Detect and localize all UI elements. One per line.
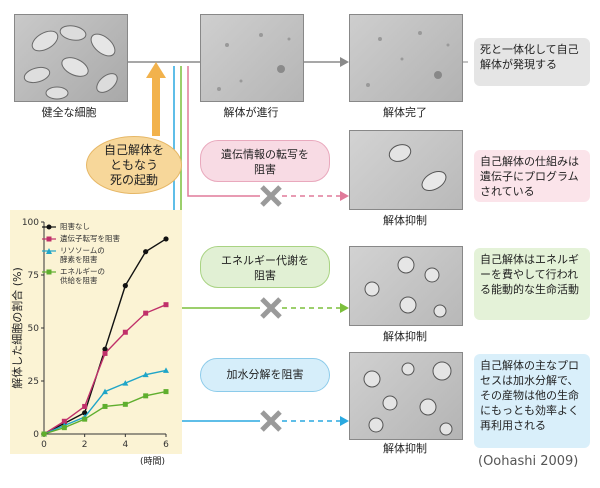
- x-tick-label: 0: [41, 440, 47, 450]
- legend-label: エネルギーの 供給を阻害: [60, 267, 105, 285]
- data-point: [122, 380, 129, 386]
- chart-background: [10, 210, 182, 454]
- block-x-icon: [260, 185, 282, 207]
- data-point: [61, 418, 67, 424]
- legend-item: リソソームの 酵素を阻害: [42, 246, 168, 264]
- caption-suppress-transcription: 解体抑制: [383, 214, 427, 227]
- x-tick-label: 4: [122, 440, 128, 450]
- y-tick-label: 25: [28, 377, 39, 387]
- note-active-process: 自己解体はエネルギーを費やして行われる能動的な生命活動: [474, 248, 590, 320]
- block-x-icon: [260, 297, 282, 319]
- x-tick-label: 2: [82, 440, 88, 450]
- photo-disassembly-progress: [200, 14, 304, 102]
- y-tick-label: 50: [28, 324, 40, 334]
- data-point: [143, 249, 149, 255]
- photo-suppressed-hydrolysis: [349, 352, 463, 440]
- y-tick-label: 75: [28, 271, 39, 281]
- note-genetic-program: 自己解体の仕組みは遺伝子にプログラムされている: [474, 150, 590, 202]
- inhibit-transcription-pill: 遺伝情報の転写を 阻害: [200, 140, 330, 182]
- data-point: [143, 310, 149, 316]
- data-point: [142, 371, 149, 378]
- caption-healthy: 健全な細胞: [41, 106, 97, 119]
- legend-item: エネルギーの 供給を阻害: [42, 267, 168, 285]
- data-point: [143, 393, 149, 399]
- legend-marker-icon: [42, 236, 56, 242]
- data-point: [122, 283, 128, 289]
- legend-item: 遺伝子転写を阻害: [42, 234, 168, 243]
- caption-suppress-hydrolysis: 解体抑制: [383, 442, 427, 455]
- data-point: [122, 401, 128, 407]
- legend-label: 阻害なし: [60, 222, 90, 231]
- death-trigger-bubble: 自己解体を ともなう 死の起動: [86, 136, 182, 194]
- data-point: [41, 431, 47, 437]
- caption-suppress-energy: 解体抑制: [383, 330, 427, 343]
- chart-xlabel: (時間): [140, 457, 166, 467]
- photo-healthy-cells: [14, 14, 128, 102]
- caption-complete: 解体完了: [383, 106, 427, 119]
- photo-suppressed-transcription: [349, 130, 463, 210]
- data-point: [163, 367, 169, 373]
- data-point: [163, 302, 169, 308]
- legend-marker-icon: [42, 224, 56, 230]
- data-point: [102, 350, 108, 356]
- data-point: [122, 329, 128, 335]
- block-x-icon: [260, 410, 282, 432]
- citation: (Oohashi 2009): [478, 454, 579, 469]
- note-hydrolysis-recycling: 自己解体の主なプロセスは加水分解で、その産物は他の生命にもっとも効率よく再利用さ…: [474, 354, 590, 448]
- data-point: [163, 236, 169, 242]
- x-tick-label: 6: [163, 440, 169, 450]
- data-point: [163, 389, 169, 395]
- legend-marker-icon: [42, 269, 56, 275]
- data-point: [102, 346, 108, 352]
- y-tick-label: 100: [22, 218, 39, 228]
- inhibit-hydrolysis-pill: 加水分解を阻害: [200, 358, 330, 392]
- data-point: [82, 416, 88, 422]
- photo-disassembly-complete: [349, 14, 463, 102]
- chart-legend: 阻害なし遺伝子転写を阻害リソソームの 酵素を阻害エネルギーの 供給を阻害: [42, 222, 168, 288]
- inhibit-energy-pill: エネルギー代謝を 阻害: [200, 246, 330, 288]
- note-death-integration: 死と一体化して自己解体が発現する: [474, 38, 590, 86]
- legend-label: リソソームの 酵素を阻害: [60, 246, 105, 264]
- data-point: [82, 403, 88, 409]
- y-tick-label: 0: [33, 430, 39, 440]
- series-line: [43, 304, 167, 435]
- data-point: [102, 403, 108, 409]
- legend-marker-icon: [42, 248, 56, 254]
- data-point: [82, 410, 88, 416]
- data-point: [102, 388, 108, 395]
- photo-suppressed-energy: [349, 246, 463, 326]
- legend-item: 阻害なし: [42, 222, 168, 231]
- data-point: [61, 425, 67, 431]
- caption-progress: 解体が進行: [223, 106, 279, 119]
- legend-label: 遺伝子転写を阻害: [60, 234, 120, 243]
